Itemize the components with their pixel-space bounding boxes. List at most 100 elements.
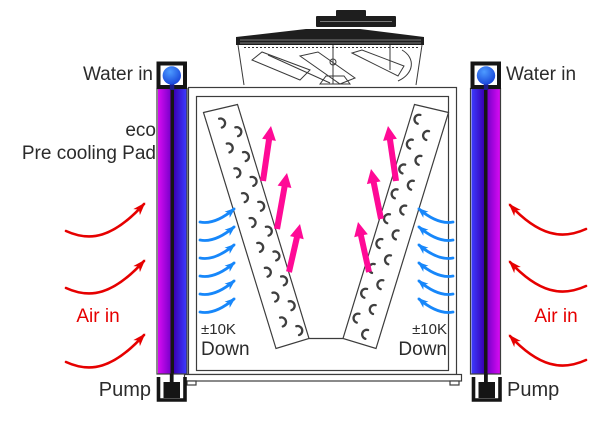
temp-drop-value: ±10K [412, 321, 447, 338]
air-in-arrow-icon [64, 333, 146, 369]
warm-air-arrow-icon [354, 222, 372, 273]
cool-air-arrow-icon [198, 279, 236, 296]
pad-label-line2: Pre cooling Pad [21, 143, 156, 164]
coil-tube-icon [413, 113, 422, 125]
pump-bracket-icon [156, 377, 187, 402]
coil-tube-icon [272, 250, 281, 262]
base-plate [183, 373, 463, 382]
pad-divider-left [170, 89, 174, 374]
right-water-inlet [470, 61, 501, 90]
coil-tube-icon [225, 142, 234, 154]
right-pump [471, 373, 502, 402]
coil-tube-icon [233, 167, 242, 179]
cool-air-arrow-icon [417, 243, 455, 260]
coil-tube-icon [248, 216, 257, 229]
coil-tube-icon [257, 200, 266, 212]
temp-drop-value: ±10K [201, 321, 236, 338]
coil-tube-icon [249, 175, 258, 188]
warm-air-arrow-icon [274, 173, 292, 230]
left-coil-tubes [217, 117, 304, 337]
pad-water-film-right [471, 89, 484, 374]
cool-air-arrow-icon [198, 261, 236, 278]
left-water-inlet [156, 61, 187, 90]
air-in-arrows-right [508, 203, 588, 367]
warm-air-arrow-icon [260, 126, 276, 182]
right-coil-tubes [352, 113, 431, 340]
pad-wet-media-right [487, 89, 500, 374]
pump-body-icon [478, 382, 495, 398]
coil-tube-icon [264, 225, 273, 237]
coil-tube-icon [217, 117, 227, 129]
fan-assembly [236, 10, 424, 86]
coil-tube-icon [375, 237, 384, 250]
cool-air-arrows-right [417, 207, 455, 314]
air-in-arrow-icon [64, 202, 146, 238]
coil-tube-icon [287, 300, 296, 312]
temp-drop-word: Down [201, 339, 250, 360]
coil-tube-icon [414, 154, 423, 166]
pump-label-left: Pump [98, 379, 151, 401]
cool-air-arrow-icon [417, 261, 455, 278]
right-pre-cooling-pad [469, 87, 502, 375]
temp-drop-word: Down [398, 339, 447, 360]
casing-inner-wall [195, 95, 450, 372]
air-in-arrow-icon [508, 203, 588, 236]
coil-tube-icon [383, 254, 393, 266]
coil-tube-icon [241, 150, 251, 163]
pump-label-right: Pump [507, 379, 560, 401]
cool-air-arrows-left [198, 207, 236, 314]
pump-body-icon [163, 382, 180, 398]
temp-drop-label-left: ±10K Down [201, 321, 250, 360]
pre-cooling-pad-label: eco Pre cooling Pad [0, 119, 156, 165]
water-in-label-right: Water in [506, 64, 577, 85]
left-pre-cooling-pad [156, 87, 188, 375]
pad-divider-right [484, 89, 488, 374]
coil-tube-icon [376, 278, 385, 291]
coil-tube-icon [368, 303, 377, 316]
warm-air-arrow-icon [366, 169, 384, 220]
coil-tube-icon [263, 266, 272, 278]
warm-air-arrow-icon [383, 126, 399, 182]
left-pump [156, 373, 187, 402]
base-foot-right [449, 380, 460, 386]
air-in-arrow-icon [508, 260, 588, 293]
water-in-label-left: Water in [82, 64, 153, 85]
water-drop-icon [476, 66, 496, 85]
pad-label-line1: eco [125, 120, 156, 141]
air-in-arrows-left [64, 202, 146, 369]
coil-tube-icon [399, 204, 408, 216]
warm-air-arrows [260, 126, 399, 273]
pump-bracket-icon [471, 377, 502, 402]
cool-air-arrow-icon [417, 279, 455, 296]
coil-tube-icon [398, 163, 407, 175]
cool-air-arrow-icon [198, 207, 236, 224]
cool-air-arrow-icon [198, 297, 236, 314]
base-foot-left [186, 380, 197, 386]
fan-shroud-icon [236, 29, 424, 45]
cool-air-arrow-icon [417, 207, 455, 224]
cool-air-arrow-icon [417, 225, 455, 242]
pump-stem-left [169, 373, 174, 386]
coil-tube-icon [279, 275, 289, 287]
coil-tube-icon [382, 213, 392, 225]
air-in-arrow-icon [508, 334, 588, 367]
coil-tube-icon [240, 191, 250, 204]
fan-blades-icon [237, 44, 423, 86]
water-inlet-stem-left [169, 80, 175, 90]
coil-tube-icon [256, 241, 265, 253]
coil-tube-icon [234, 126, 243, 138]
pad-water-film-left [174, 89, 187, 374]
coil-tube-icon [352, 312, 361, 324]
pad-wet-media-left [158, 89, 171, 374]
coil-tube-icon [361, 328, 370, 340]
coil-tube-icon [278, 316, 288, 328]
cool-air-arrow-icon [198, 225, 236, 242]
coil-tube-icon [271, 291, 280, 303]
air-in-arrow-icon [64, 259, 146, 295]
temp-drop-label-right: ±10K Down [388, 321, 447, 360]
coil-tube-icon [406, 179, 415, 191]
water-drop-icon [162, 66, 181, 85]
coil-tube-icon [391, 229, 400, 241]
